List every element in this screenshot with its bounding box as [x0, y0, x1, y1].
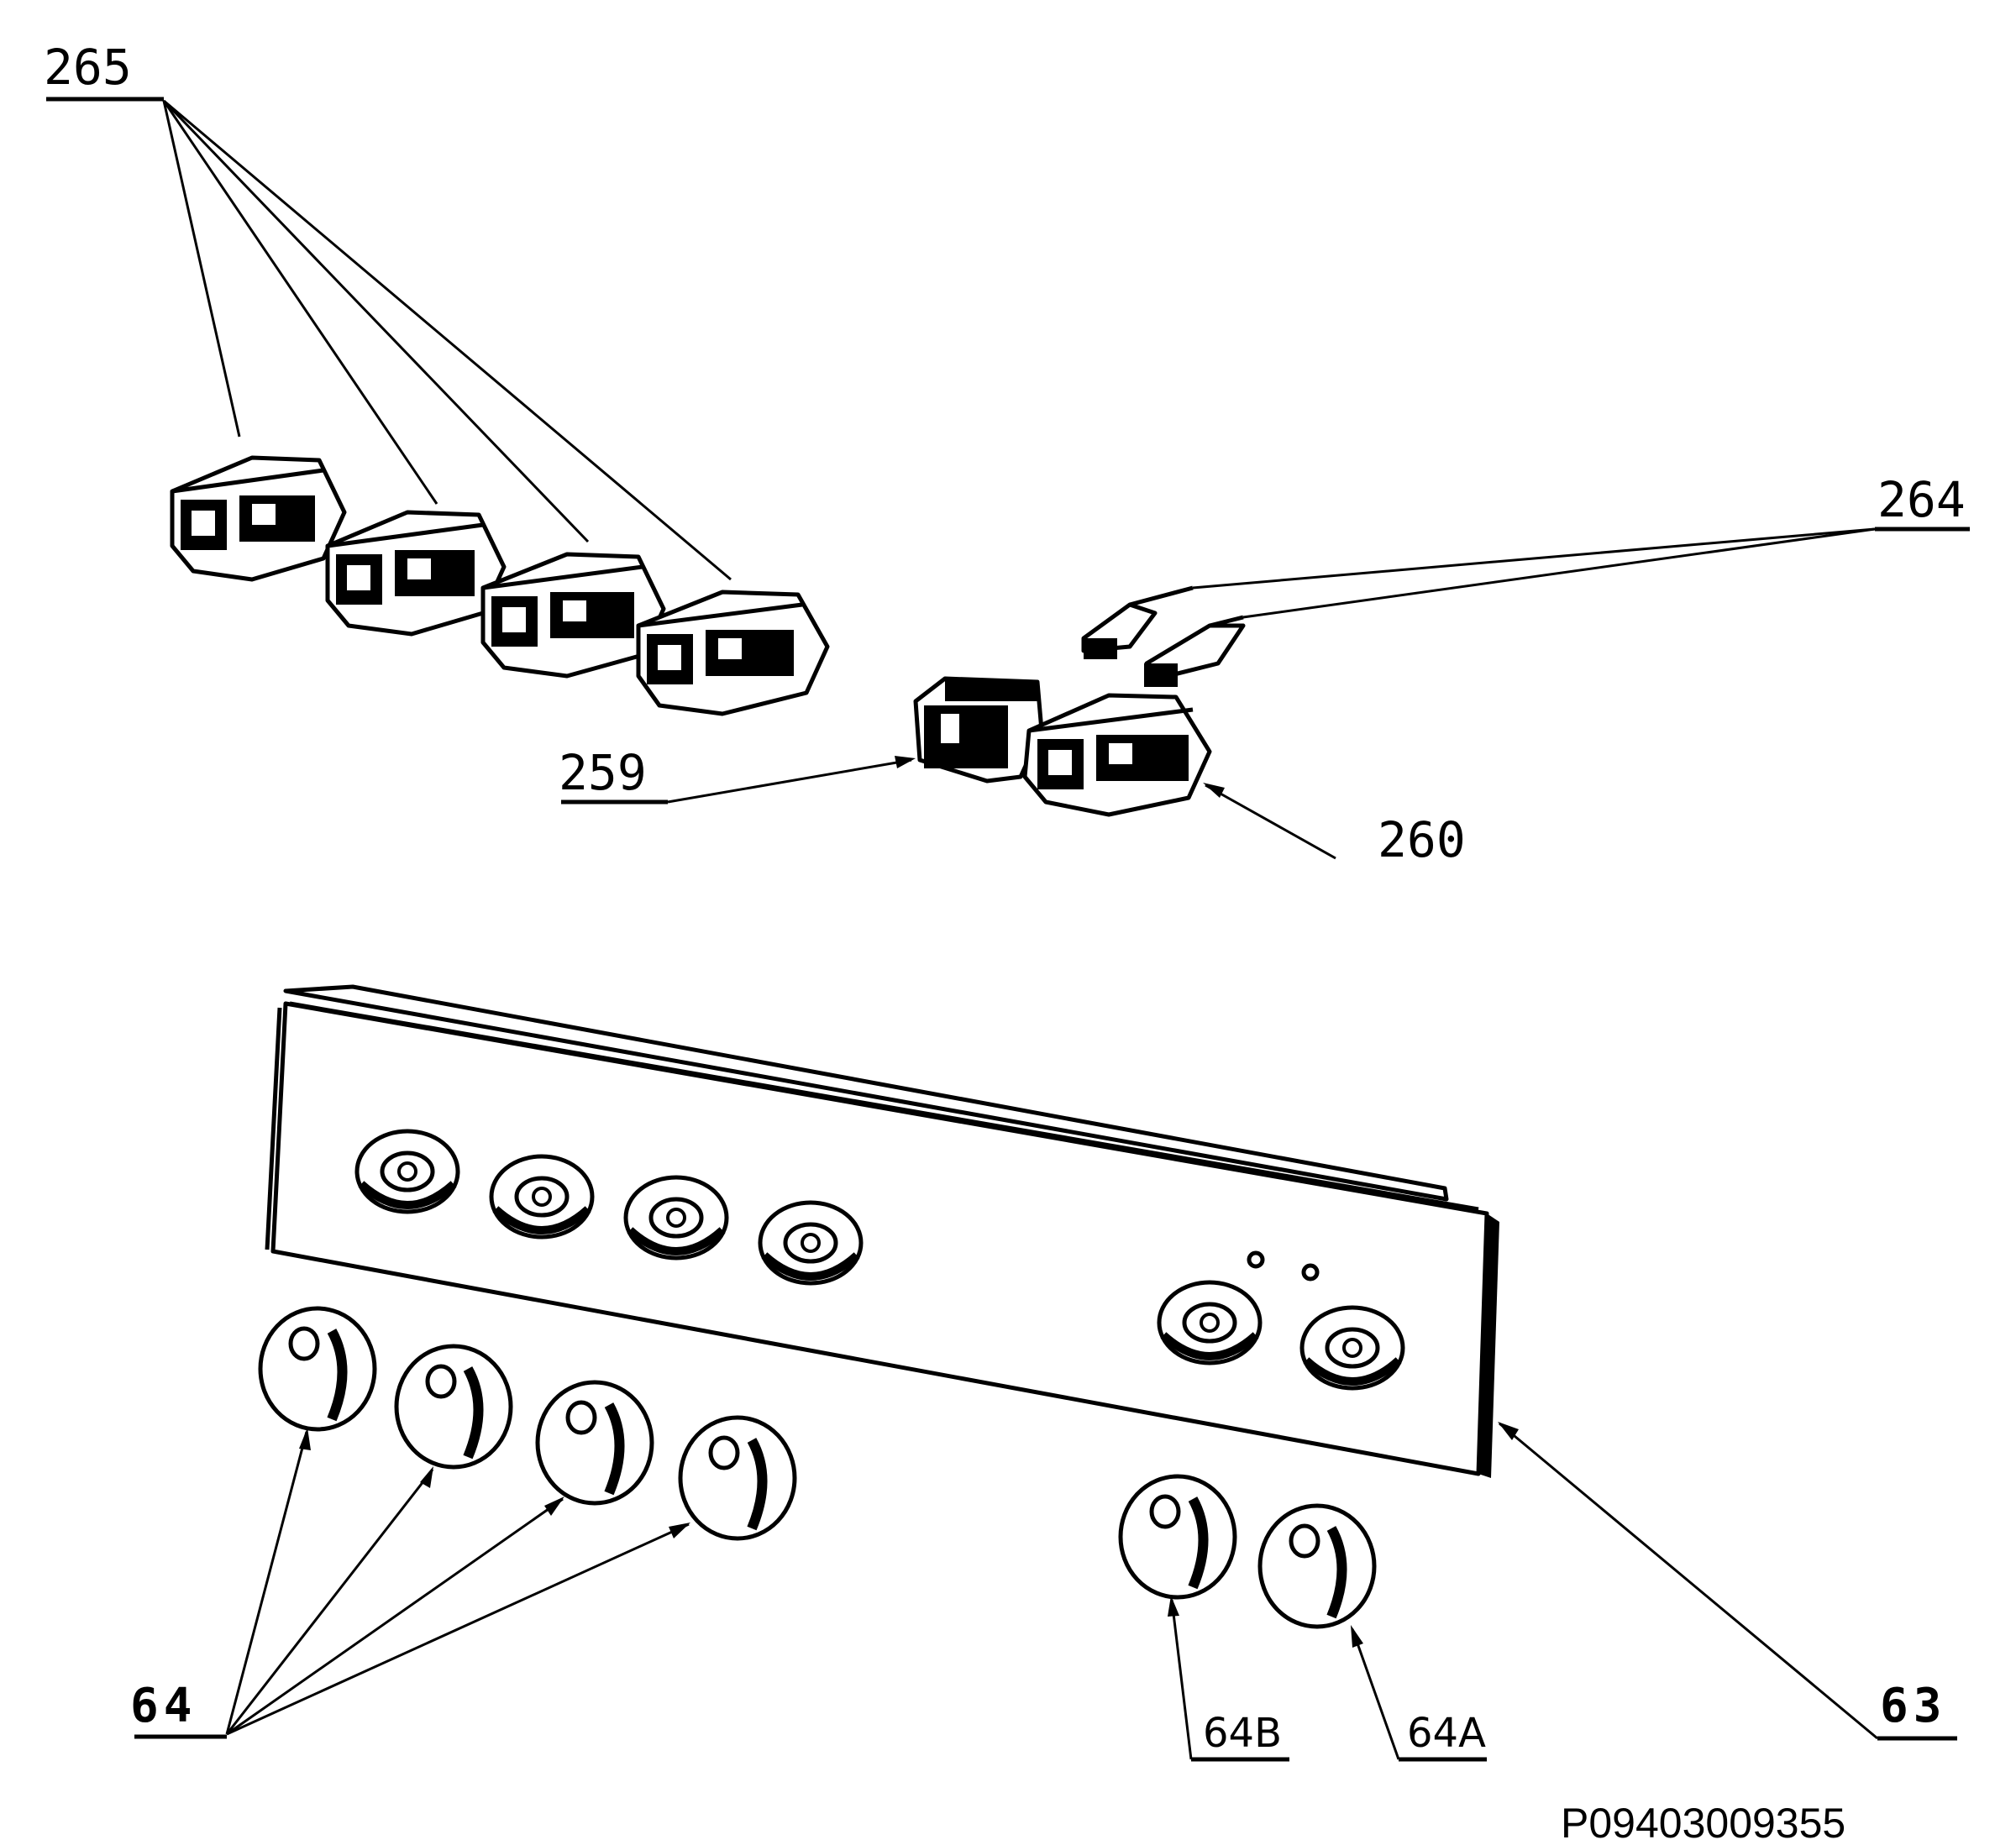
rotary-switch-icon [170, 455, 347, 582]
control-knob-icon [1118, 1474, 1237, 1600]
wire-lead-icon [1081, 585, 1246, 687]
label-63: 63 [1880, 1679, 1946, 1733]
callout-64: 64 [130, 1428, 690, 1739]
callout-264: 264 [1192, 471, 1970, 619]
callout-259: 259 [559, 744, 916, 805]
indicator-lamp [1247, 1250, 1265, 1269]
callout-260: 260 [1203, 783, 1466, 868]
label-265: 265 [44, 39, 132, 96]
switch-hole [489, 1154, 595, 1240]
label-260: 260 [1378, 811, 1466, 868]
label-64B: 64B [1203, 1710, 1282, 1757]
callout-64B: 64B [1168, 1596, 1289, 1762]
control-knob-icon [678, 1415, 797, 1541]
switch-hole [758, 1200, 864, 1286]
label-64: 64 [130, 1679, 197, 1733]
callout-63: 63 [1498, 1422, 1957, 1741]
control-knob-icon [394, 1344, 513, 1470]
label-264: 264 [1877, 471, 1966, 528]
control-knob-icon [258, 1306, 377, 1432]
switch-hole [1299, 1305, 1405, 1391]
label-64A: 64A [1407, 1710, 1486, 1757]
switch-hole [1157, 1280, 1263, 1365]
indicator-lamp [1301, 1263, 1320, 1282]
rotary-switch-icon [1022, 693, 1212, 817]
rotary-switch-icon [325, 510, 507, 637]
connector-block-icon [913, 676, 1044, 784]
switch-hole [623, 1175, 729, 1261]
label-259: 259 [559, 744, 647, 801]
rotary-switch-icon [636, 590, 830, 716]
callout-64A: 64A [1351, 1625, 1487, 1762]
callout-265: 265 [44, 39, 732, 581]
rotary-switch-icon [480, 552, 666, 679]
drawing-code: P09403009355 [1561, 1800, 1845, 1845]
control-panel-icon [265, 984, 1499, 1478]
control-knob-icon [535, 1380, 654, 1506]
switch-hole [354, 1129, 460, 1214]
control-knob-icon [1257, 1503, 1377, 1629]
